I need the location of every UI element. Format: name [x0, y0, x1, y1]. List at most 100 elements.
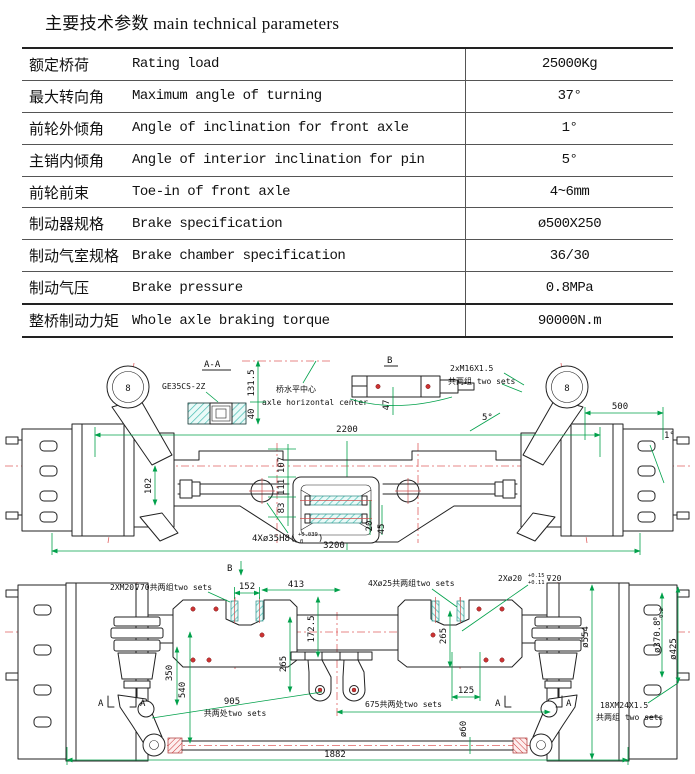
dim-675: 675共两处two sets [365, 699, 442, 709]
dim-40: 40 [247, 409, 257, 420]
section-a-a-detail: A-A GE35CS-2Z [162, 360, 247, 425]
param-value: 90000N.m [465, 305, 673, 337]
dim-102: 102 [144, 478, 154, 494]
table-row: 制动气压 Brake pressure 0.8MPa [22, 272, 673, 306]
table-row: 制动器规格 Brake specification ø500X250 [22, 208, 673, 241]
thread-m16: 2xM16X1.5 [450, 364, 494, 373]
pin-hole-depth: ⊽20 [546, 574, 562, 583]
param-value: 0.8MPa [465, 272, 673, 304]
section-a-mark: A [495, 699, 501, 709]
param-name-en: Brake pressure [132, 279, 243, 296]
page-title: 主要技术参数 main technical parameters [45, 14, 340, 33]
param-name-cn: 前轮前束 [29, 183, 90, 202]
table-row: 整桥制动力矩 Whole axle braking torque 90000N.… [22, 305, 673, 337]
dim-107: 107 [277, 457, 287, 473]
section-a-mark: A [98, 699, 104, 709]
center-beam-bracket [290, 614, 399, 702]
param-name-cn: 额定桥荷 [29, 55, 90, 74]
axle-beam [173, 450, 522, 544]
wheel-hub-assembly-right [516, 365, 690, 542]
axle-center-cn: 桥水平中心 [276, 384, 316, 394]
m24-note: 共两组 two sets [596, 712, 664, 722]
dim-125: 125 [458, 686, 474, 696]
dim-131-5: 131.5 [247, 369, 257, 396]
table-row: 额定桥荷 Rating load 25000Kg [22, 49, 673, 81]
param-name-cn: 整桥制动力矩 [29, 312, 120, 331]
param-value: ø500X250 [465, 208, 673, 240]
dim-1882: 1882 [324, 750, 346, 760]
section-b-detail: B 47 [349, 356, 475, 415]
tie-rod [181, 740, 514, 751]
param-name-cn: 制动气压 [29, 279, 90, 298]
param-value: 25000Kg [465, 49, 673, 80]
note-905: 共两处two sets [204, 708, 267, 718]
param-value: 1° [465, 112, 673, 144]
table-row: 最大转向角 Maximum angle of turning 37° [22, 80, 673, 113]
dimensions: B 2XM20⊽70共两组two sets 152 413 4Xø25共两组tw… [66, 561, 681, 765]
dim-350: 350 [165, 665, 175, 681]
axle-center-annotation: 桥水平中心 axle horizontal center 131.5 40 [242, 360, 368, 425]
thread-m20: 2XM20⊽70共两组two sets [110, 582, 212, 592]
param-name-cn: 主销内倾角 [29, 151, 105, 170]
thread-m24: 18XM24X1.5 [600, 701, 648, 710]
param-value: 37° [465, 80, 673, 112]
dim-265-right: 265 [439, 628, 449, 644]
param-value: 5° [465, 144, 673, 176]
dim-2200: 2200 [336, 425, 358, 435]
spring-pad-plate-right [397, 596, 523, 668]
table-row: 主销内倾角 Angle of interior inclination for … [22, 144, 673, 177]
dim-83: 83 [277, 503, 287, 514]
axle-plan-view-drawing: B 2XM20⊽70共两组two sets 152 413 4Xø25共两组tw… [5, 561, 690, 765]
param-name-cn: 制动器规格 [29, 215, 105, 234]
table-row: 前轮前束 Toe-in of front axle 4~6mm [22, 176, 673, 209]
pin-hole-spec: 2Xø20 [498, 574, 522, 583]
param-name-en: Maximum angle of turning [132, 88, 322, 105]
param-name-en: Whole axle braking torque [132, 312, 330, 329]
dim-413: 413 [288, 580, 304, 590]
table-row: 制动气室规格 Brake chamber specification 36/30 [22, 240, 673, 273]
balloon-right: 8 [564, 384, 569, 394]
angle-1: 1° [664, 431, 675, 441]
dia-554: ø554 [581, 626, 591, 648]
dim-45: 45 [377, 524, 387, 535]
m16-note: 共两组 two sets [448, 376, 516, 386]
param-name-en: Brake specification [132, 215, 283, 232]
section-b-arrow-label: B [227, 564, 232, 574]
m16-callout: 2xM16X1.5 共两组 two sets [448, 364, 525, 393]
hole-spec-close: ) [318, 534, 323, 544]
param-value: 36/30 [465, 240, 673, 272]
param-name-en: Toe-in of front axle [132, 184, 291, 200]
dia-425: ø425 [669, 638, 679, 660]
param-value: 4~6mm [465, 176, 673, 208]
technical-parameters-table: 额定桥荷 Rating load 25000Kg 最大转向角 Maximum a… [22, 47, 673, 338]
hole-spec: 4Xø35H8( [252, 534, 295, 544]
dim-47: 47 [382, 400, 392, 411]
param-name-cn: 前轮外倾角 [29, 119, 105, 138]
spring-pad-plate [172, 597, 298, 668]
hole-tol-top: +0.039 [298, 532, 318, 538]
axle-center-en: axle horizontal center [262, 398, 368, 407]
dimensions: 2200 3200 500 5° 1° 102 107 111 83 20 45… [51, 402, 675, 555]
dim-3200: 3200 [323, 541, 345, 551]
section-a-mark: A [566, 699, 572, 709]
param-name-en: Rating load [132, 56, 219, 73]
bearing-label: GE35CS-2Z [162, 382, 206, 391]
pin-tol-top: +0.15 [528, 573, 545, 579]
dim-905: 905 [224, 697, 240, 707]
section-a-a-label: A-A [204, 360, 221, 370]
param-name-en: Angle of interior inclination for pin [132, 152, 425, 169]
holes-25: 4Xø25共两组two sets [368, 578, 455, 588]
dim-172-5: 172.5 [307, 615, 317, 642]
table-row: 前轮外倾角 Angle of inclination for front axl… [22, 112, 673, 145]
axle-front-view-drawing: 8 8 A-A GE35CS-2Z [5, 356, 690, 555]
tie-rods [177, 479, 518, 499]
section-a-mark: A [140, 699, 146, 709]
section-b-label: B [387, 356, 392, 366]
param-name-en: Brake chamber specification [132, 247, 346, 264]
dim-152: 152 [239, 582, 255, 592]
pin-tol-bot: +0.11 [528, 580, 545, 586]
dia-370-8: ø370.80-0.2 [653, 608, 665, 653]
hole-tol-bot: 0 [300, 539, 303, 545]
param-name-cn: 制动气室规格 [29, 247, 120, 266]
